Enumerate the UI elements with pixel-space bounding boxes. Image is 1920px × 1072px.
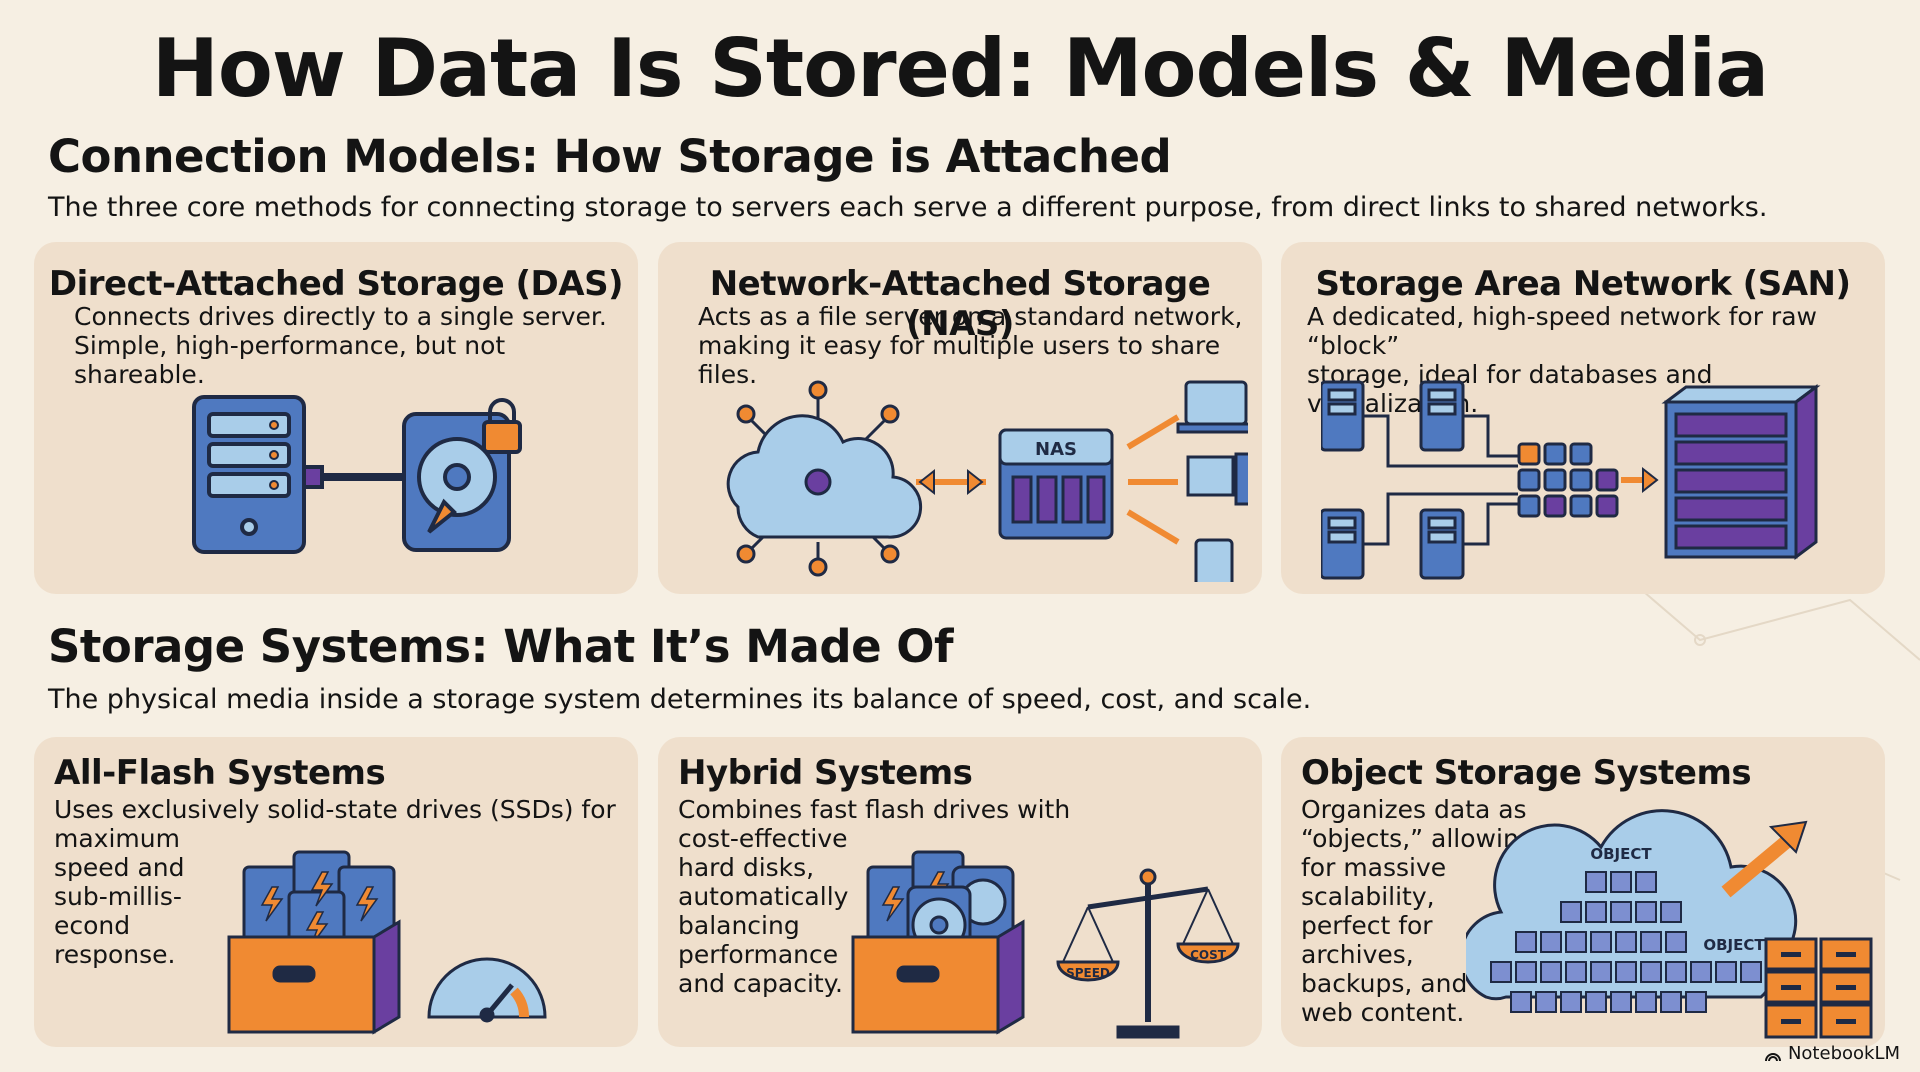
systems-section-subtitle: The physical media inside a storage syst… [48, 684, 1312, 715]
object-storage-illustration: OBJECT OBJECT [1466, 809, 1873, 1039]
server-icon-1 [1321, 380, 1365, 452]
all-flash-line: econd [54, 911, 131, 940]
object-line: perfect for [1301, 911, 1433, 940]
san-line-1: A dedicated, high-speed network for raw … [1307, 302, 1817, 360]
san-card: Storage Area Network (SAN) A dedicated, … [1281, 242, 1885, 594]
nas-card: Network-Attached Storage (NAS) Acts as a… [658, 242, 1262, 594]
all-flash-title: All-Flash Systems [54, 753, 386, 793]
desktop-icon [1186, 455, 1235, 497]
speed-label: SPEED [1066, 966, 1110, 980]
nas-line-2: making it easy for multiple users to sha… [698, 331, 1221, 389]
hybrid-line: cost-effective [678, 824, 848, 853]
das-title: Direct-Attached Storage (DAS) [48, 264, 624, 304]
all-flash-description: Uses exclusively solid-state drives (SSD… [54, 795, 616, 969]
object-line: scalability, [1301, 882, 1435, 911]
object-line: for massive [1301, 853, 1447, 882]
object-line: backups, and [1301, 969, 1468, 998]
das-line-2: Simple, high-performance, but not sharea… [74, 331, 506, 389]
hybrid-title: Hybrid Systems [678, 753, 973, 793]
hybrid-line: automatically [678, 882, 849, 911]
all-flash-illustration [227, 850, 547, 1035]
nas-illustration: NAS [726, 380, 1248, 582]
server-icon-3 [1321, 508, 1365, 580]
nas-description: Acts as a file server on a standard netw… [698, 302, 1258, 389]
object-cubes [1490, 871, 1762, 1013]
arrow-icon [918, 468, 984, 496]
object-line: web content. [1301, 998, 1465, 1027]
object-line: Organizes data as [1301, 795, 1527, 824]
hybrid-description: Combines fast flash drives with cost-eff… [678, 795, 1070, 998]
box-icon [227, 935, 376, 1034]
nas-device-label: NAS [1035, 439, 1077, 460]
object-storage-card: Object Storage Systems Organizes data as… [1281, 737, 1885, 1047]
server-icon-4 [1419, 508, 1465, 580]
connection-section-title: Connection Models: How Storage is Attach… [48, 130, 1172, 183]
laptop-icon [1184, 380, 1248, 426]
object-line: “objects,” allowing [1301, 824, 1535, 853]
watermark-text: NotebookLM [1787, 1043, 1900, 1064]
lock-icon [482, 420, 522, 454]
all-flash-line: Uses exclusively solid-state drives (SSD… [54, 795, 616, 824]
object-storage-title: Object Storage Systems [1301, 753, 1752, 793]
san-title: Storage Area Network (SAN) [1315, 264, 1851, 304]
object-label-top: OBJECT [1590, 845, 1652, 863]
all-flash-line: maximum [54, 824, 180, 853]
server-icon-2 [1419, 380, 1465, 452]
page-title: How Data Is Stored: Models & Media [151, 22, 1769, 115]
hybrid-illustration: SPEED COST [851, 850, 1240, 1039]
hybrid-line: hard disks, [678, 853, 815, 882]
switch-grid [1517, 442, 1619, 518]
all-flash-line: response. [54, 940, 176, 969]
san-illustration [1321, 380, 1821, 580]
all-flash-line: speed and [54, 853, 185, 882]
hybrid-line: balancing [678, 911, 800, 940]
hybrid-line: and capacity. [678, 969, 843, 998]
cost-label: COST [1190, 948, 1227, 962]
nas-title: Network-Attached Storage (NAS) [709, 264, 1211, 344]
das-card: Direct-Attached Storage (DAS) Connects d… [34, 242, 638, 594]
object-storage-description: Organizes data as “objects,” allowing fo… [1301, 795, 1535, 1027]
tablet-icon [1194, 538, 1234, 582]
hybrid-line: performance [678, 940, 839, 969]
systems-section-title: Storage Systems: What It’s Made Of [48, 620, 954, 673]
das-illustration [192, 395, 522, 554]
object-line: archives, [1301, 940, 1414, 969]
all-flash-line: sub-millis- [54, 882, 182, 911]
watermark: NotebookLM [1764, 1043, 1900, 1064]
nas-line-1: Acts as a file server on a standard netw… [698, 302, 1243, 331]
notebooklm-logo-icon [1764, 1052, 1781, 1061]
hybrid-card: Hybrid Systems Combines fast flash drive… [658, 737, 1262, 1047]
connection-section-subtitle: The three core methods for connecting st… [48, 192, 1768, 223]
object-label-side: OBJECT [1703, 936, 1765, 954]
arrow-up-icon [1768, 820, 1808, 854]
box-icon [851, 935, 1000, 1034]
hybrid-line: Combines fast flash drives with [678, 795, 1071, 824]
network-nodes [736, 380, 900, 577]
das-description: Connects drives directly to a single ser… [74, 302, 634, 389]
das-line-1: Connects drives directly to a single ser… [74, 302, 607, 331]
all-flash-card: All-Flash Systems Uses exclusively solid… [34, 737, 638, 1047]
